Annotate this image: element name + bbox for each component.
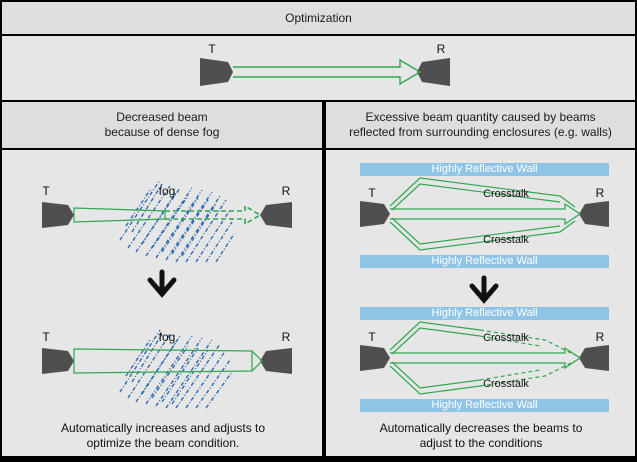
wall-label-t-bottom: T xyxy=(368,330,376,344)
wall-header: Excessive beam quantity caused by beams … xyxy=(326,102,635,148)
wall-transmitter-top xyxy=(360,201,390,227)
wall-reflection-lower xyxy=(389,220,576,251)
fog-caption: Automatically increases and adjusts to o… xyxy=(10,421,316,451)
crosstalk-label-4: Crosstalk xyxy=(483,378,529,390)
transmitter-device xyxy=(200,58,233,86)
wall-receiver-bottom xyxy=(579,345,609,371)
wall-transmitter-bottom xyxy=(360,345,390,371)
wall-reflection-lower-2 xyxy=(389,365,481,395)
fog-beam-boosted-tip xyxy=(251,350,263,372)
wall-main-beam xyxy=(390,202,582,226)
wall-top-2 xyxy=(360,307,609,320)
wall-top-1 xyxy=(360,163,609,176)
fog-receiver-bottom xyxy=(260,348,292,374)
fog-panel xyxy=(2,150,322,456)
wall-reflection-upper xyxy=(389,177,576,208)
optimization-beam-arrow xyxy=(233,58,422,86)
wall-label-r-bottom: R xyxy=(595,330,605,344)
fog-transmitter-top xyxy=(42,202,74,228)
fog-beam-dashed xyxy=(165,204,262,226)
wall-reflection-upper-2-dashed xyxy=(479,329,576,356)
receiver-device xyxy=(417,58,450,86)
optimization-panel xyxy=(2,36,635,100)
crosstalk-label-2: Crosstalk xyxy=(483,234,529,246)
wall-receiver-top xyxy=(579,201,609,227)
wall-caption: Automatically decreases the beams to adj… xyxy=(330,421,632,451)
top-label-r: R xyxy=(436,42,446,56)
wall-reflection-lower-2-dashed xyxy=(479,360,576,387)
wall-caption-line1: Automatically decreases the beams to xyxy=(379,421,583,435)
wall-bottom-2 xyxy=(360,399,609,412)
wall-header-line1: Excessive beam quantity caused by beams xyxy=(365,110,596,124)
fog-cloud-top xyxy=(119,179,235,263)
top-label-t: T xyxy=(208,42,216,56)
fog-label-t-top: T xyxy=(42,184,50,198)
wall-label-1: Highly Reflective Wall xyxy=(431,163,538,175)
wall-reflection-upper-2 xyxy=(389,321,481,351)
crosstalk-label-3: Crosstalk xyxy=(483,332,529,344)
fog-beam-solid xyxy=(73,207,166,223)
fog-label-r-top: R xyxy=(281,184,291,198)
fog-label-t-bottom: T xyxy=(42,330,50,344)
fog-header-line2: because of dense fog xyxy=(104,125,220,139)
fog-header: Decreased beam because of dense fog xyxy=(2,102,322,148)
optimization-title: Optimization xyxy=(285,11,352,25)
crosstalk-label-1: Crosstalk xyxy=(483,188,529,200)
fog-label-r-bottom: R xyxy=(281,330,291,344)
fog-label-top: fog xyxy=(158,184,176,198)
fog-label-bottom: fog xyxy=(158,330,176,344)
wall-header-line2: reflected from surrounding enclosures (e… xyxy=(349,125,612,139)
fog-header-line1: Decreased beam xyxy=(116,110,208,124)
fog-receiver-top xyxy=(260,202,292,228)
wall-main-beam-2 xyxy=(390,346,582,370)
wall-label-2: Highly Reflective Wall xyxy=(431,255,538,267)
wall-label-r-top: R xyxy=(595,186,605,200)
fog-caption-line1: Automatically increases and adjusts to xyxy=(60,421,266,435)
fog-caption-line2: optimize the beam condition. xyxy=(86,436,240,450)
fog-transmitter-bottom xyxy=(42,348,74,374)
optimization-header: Optimization xyxy=(2,2,635,34)
wall-label-4: Highly Reflective Wall xyxy=(431,399,538,411)
wall-label-t-top: T xyxy=(368,186,376,200)
wall-label-3: Highly Reflective Wall xyxy=(431,307,538,319)
wall-caption-line2: adjust to the conditions xyxy=(419,436,543,450)
wall-bottom-1 xyxy=(360,255,609,268)
